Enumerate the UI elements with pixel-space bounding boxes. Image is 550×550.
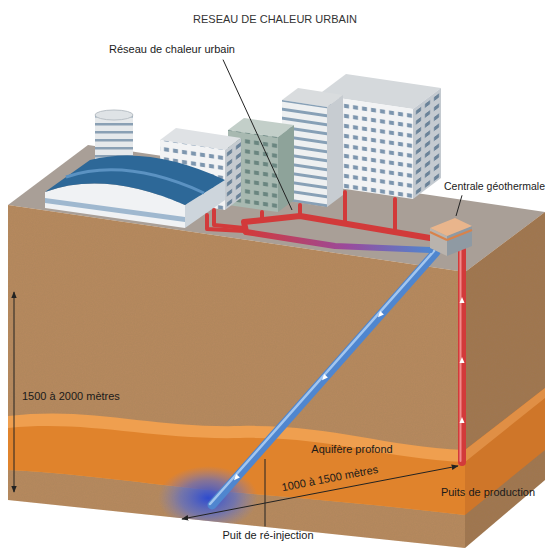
production-well (460, 250, 465, 462)
diagram-title: RESEAU DE CHALEUR URBAIN (193, 13, 357, 26)
leader-lines (223, 60, 462, 527)
well-pipe (458, 250, 466, 462)
dimension-label: 1500 à 2000 mètres (22, 390, 120, 403)
ground-faces (8, 205, 545, 548)
hall-roof-ridge (66, 170, 204, 193)
pipe-branch (207, 215, 245, 231)
callout-label: Puits de production (441, 486, 535, 499)
flow-arrow (376, 311, 384, 319)
label-holder: RESEAU DE CHALEUR URBAIN (193, 13, 357, 26)
flow-arrow (320, 374, 328, 382)
label-holder: Puits de production (441, 486, 535, 499)
label-holder: 1000 à 1500 mètres (281, 463, 380, 494)
well-pipe (212, 252, 436, 505)
flow-arrow (232, 474, 240, 482)
well-pipe-highlight (460, 250, 462, 461)
building-side (413, 88, 441, 199)
leader-line (456, 195, 462, 216)
dimensions (14, 292, 458, 519)
label-holder: Centrale géothermale (444, 180, 545, 193)
dimension-label: 1000 à 1500 mètres (281, 463, 380, 494)
pipe-branch (343, 192, 347, 224)
building-side (225, 138, 241, 210)
well-pipe-highlight (210, 251, 434, 504)
heating-network (207, 192, 430, 250)
pipe-branch (214, 210, 244, 228)
label-holder: Aquifère profond (311, 443, 392, 456)
hall-roof (45, 156, 225, 206)
callout-label: Réseau de chaleur urbain (109, 43, 235, 56)
building-side (278, 125, 294, 212)
leader-line (265, 459, 266, 526)
depth-dimension (14, 292, 15, 492)
flow-arrow (460, 357, 465, 363)
plant-stripe (430, 232, 447, 240)
label-holder: Réseau de chaleur urbain (109, 43, 235, 56)
aquifer-layer (465, 388, 545, 462)
ground-front (8, 205, 465, 548)
callout-label: Puit de ré-injection (222, 529, 313, 542)
building-side (327, 95, 343, 207)
label-holder: 1500 à 2000 mètres (22, 390, 120, 403)
flow-arrow (460, 417, 465, 423)
tower-top (95, 110, 133, 120)
plant-stripe (447, 230, 472, 240)
sports-hall (45, 156, 225, 229)
hall-windows (45, 198, 185, 222)
leader-line (223, 60, 292, 210)
flow-arrow (460, 297, 465, 303)
reinjection-well (210, 251, 436, 505)
geothermal-plant (430, 218, 472, 256)
layer-label: Aquifère profond (311, 443, 392, 456)
pipe-branch (393, 199, 397, 232)
label-holder: Puit de ré-injection (222, 529, 313, 542)
callout-label: Centrale géothermale (444, 180, 545, 193)
return-pipe (246, 232, 430, 250)
